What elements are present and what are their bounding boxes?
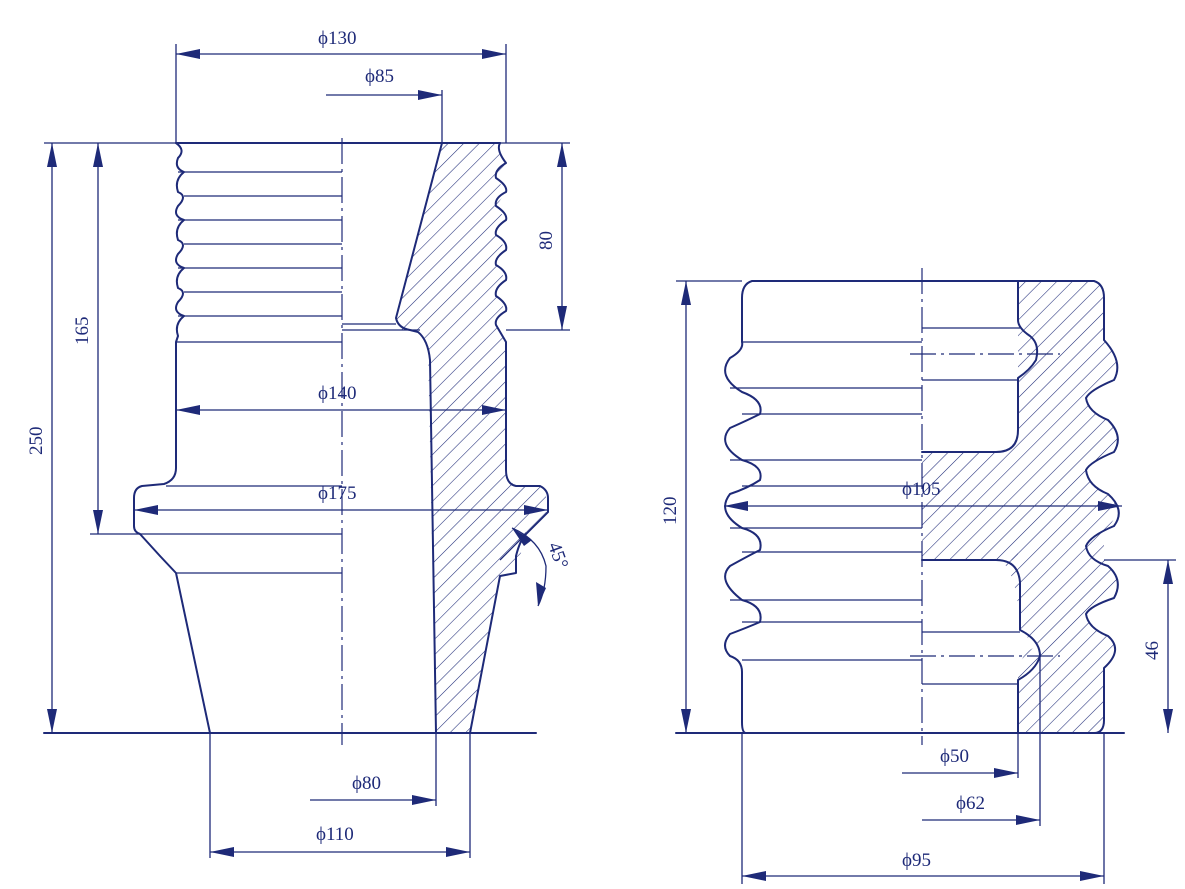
dim-phi50: ϕ50 xyxy=(902,733,1019,778)
dim-phi140: ϕ140 xyxy=(176,383,506,415)
dim-80: 80 xyxy=(500,142,570,331)
dim-120: 120 xyxy=(660,280,742,733)
left-outer-contour xyxy=(133,142,211,734)
label-phi50: ϕ50 xyxy=(940,746,969,767)
label-phi175: ϕ175 xyxy=(318,483,357,504)
label-phi110: ϕ110 xyxy=(316,824,354,845)
left-bore-contour xyxy=(395,142,443,734)
right-section-hatch-top xyxy=(1000,281,1118,560)
dim-250: 250 xyxy=(26,142,176,733)
label-phi62: ϕ62 xyxy=(956,793,985,814)
label-phi80: ϕ80 xyxy=(352,773,381,794)
dim-phi62: ϕ62 xyxy=(922,656,1041,826)
right-section-hatch-mid xyxy=(922,420,1018,560)
right-inner-bore-top xyxy=(921,280,1039,453)
right-outer-contour xyxy=(724,280,1120,734)
dim-phi105: ϕ105 xyxy=(724,479,1122,511)
label-phi140: ϕ140 xyxy=(318,383,357,404)
right-part: 120 ϕ105 46 ϕ50 ϕ62 xyxy=(660,268,1176,884)
dim-46: 46 xyxy=(1104,559,1176,733)
dim-phi175: ϕ175 xyxy=(134,483,548,515)
label-250: 250 xyxy=(26,427,47,456)
label-angle45: 45° xyxy=(543,540,572,572)
label-phi105: ϕ105 xyxy=(902,479,941,500)
label-120: 120 xyxy=(660,497,681,526)
left-part: ϕ130 ϕ85 250 165 xyxy=(26,28,572,858)
right-thread-lines xyxy=(730,327,1020,685)
dim-phi95: ϕ95 xyxy=(741,733,1105,884)
dim-165: 165 xyxy=(72,143,134,535)
label-phi95: ϕ95 xyxy=(902,850,931,871)
right-section-hatch-bottom xyxy=(1000,560,1118,733)
label-46: 46 xyxy=(1142,641,1163,660)
label-phi85: ϕ85 xyxy=(365,66,394,87)
dim-phi110: ϕ110 xyxy=(209,733,471,858)
label-phi130: ϕ130 xyxy=(318,28,357,49)
dim-phi85: ϕ85 xyxy=(326,66,443,143)
dim-phi80: ϕ80 xyxy=(310,733,437,806)
label-80: 80 xyxy=(536,231,557,250)
left-thread-lines xyxy=(134,171,342,574)
left-outer-contour-right xyxy=(469,142,549,734)
right-inner-bore-bottom xyxy=(921,559,1041,734)
dim-phi130: ϕ130 xyxy=(175,28,507,143)
label-165: 165 xyxy=(72,317,93,346)
